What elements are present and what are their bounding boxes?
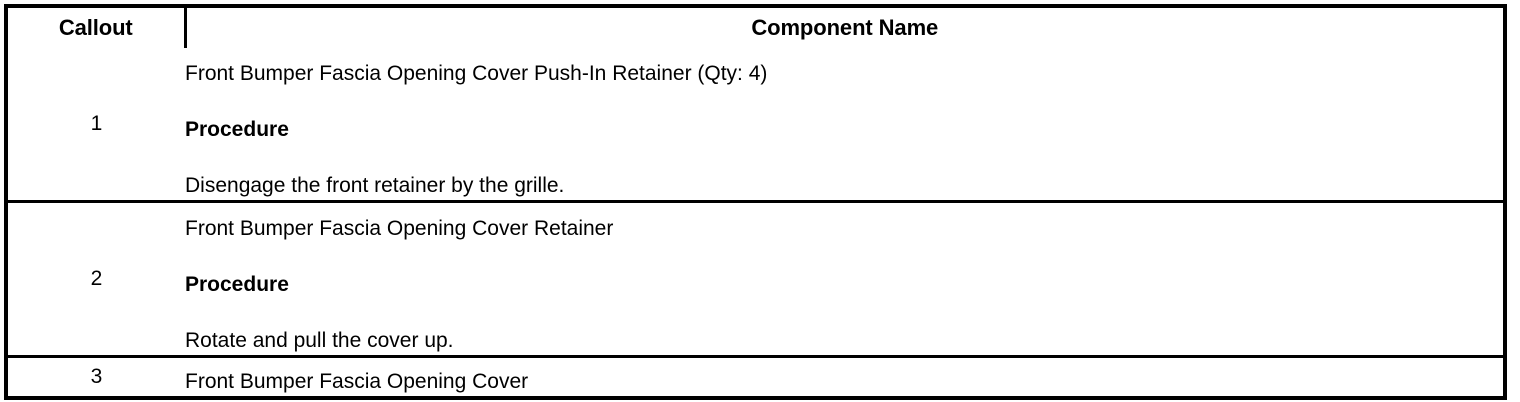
component-name-cell: Front Bumper Fascia Opening Cover Retain… — [185, 200, 1505, 357]
component-name-text: Front Bumper Fascia Opening Cover Retain… — [185, 217, 614, 240]
column-header-callout: Callout — [6, 6, 187, 48]
table-row: 1 Front Bumper Fascia Opening Cover Push… — [6, 48, 1505, 202]
procedure-heading: Procedure — [185, 273, 289, 296]
component-name-text: Front Bumper Fascia Opening Cover — [185, 369, 529, 393]
table-header: Callout Component Name — [6, 6, 1505, 48]
component-name-text: Front Bumper Fascia Opening Cover Push-I… — [185, 62, 768, 85]
procedure-step-text: Disengage the front retainer by the gril… — [185, 174, 565, 197]
table-row: 2 Front Bumper Fascia Opening Cover Reta… — [6, 200, 1505, 357]
callout-number: 1 — [6, 48, 185, 202]
component-name-cell: Front Bumper Fascia Opening Cover — [185, 355, 1505, 398]
callout-number: 2 — [6, 200, 185, 357]
procedure-heading: Procedure — [185, 118, 289, 141]
component-callout-table: Callout Component Name 1 Front Bumper Fa… — [4, 4, 1507, 400]
table-row: 3 Front Bumper Fascia Opening Cover — [6, 355, 1505, 398]
procedure-step-text: Rotate and pull the cover up. — [185, 329, 454, 352]
column-header-component-name: Component Name — [185, 6, 1505, 48]
callout-number: 3 — [6, 355, 185, 398]
table-body: 1 Front Bumper Fascia Opening Cover Push… — [6, 48, 1505, 398]
header-row: Callout Component Name — [6, 6, 1505, 48]
component-name-cell: Front Bumper Fascia Opening Cover Push-I… — [185, 48, 1505, 202]
